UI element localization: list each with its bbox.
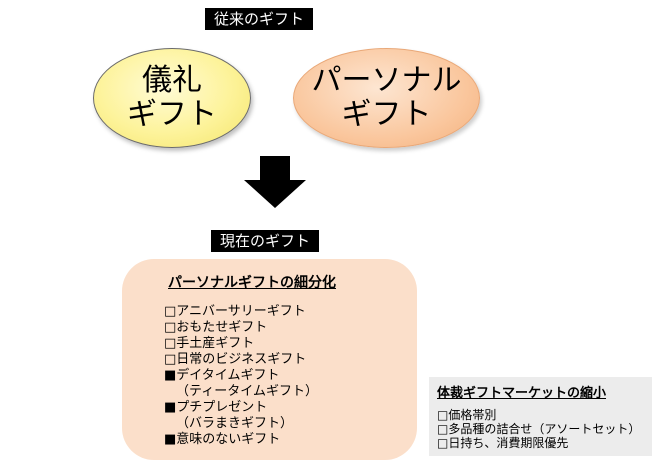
market-list: □価格帯別 □多品種の詰合せ（アソートセット） □日持ち、消費期限優先: [437, 408, 640, 450]
ceremonial-gift-line2: ギフト: [127, 97, 217, 132]
traditional-gift-label: 従来のギフト: [205, 8, 314, 30]
list-item: □日常のビジネスギフト: [164, 352, 307, 367]
market-title: 体裁ギフトマーケットの縮小: [437, 386, 607, 401]
detail-title: パーソナルギフトの細分化: [168, 275, 336, 291]
list-item: □価格帯別: [437, 408, 497, 422]
market-shrink-box: 体裁ギフトマーケットの縮小 □価格帯別 □多品種の詰合せ（アソートセット） □日…: [429, 377, 652, 456]
list-item: □手土産ギフト: [164, 336, 255, 351]
personal-gift-line1: パーソナル: [311, 62, 462, 98]
list-item: □日持ち、消費期限優先: [437, 436, 569, 450]
list-item: ■意味のないギフト: [164, 432, 281, 447]
down-arrow-icon: [244, 156, 306, 208]
list-item: （バラまきギフト）: [176, 416, 294, 431]
ceremonial-gift-oval: 儀礼 ギフト: [93, 48, 251, 148]
list-item: （ティータイムギフト）: [176, 384, 318, 399]
personal-gift-line2: ギフト: [341, 97, 432, 132]
list-item: ■デイタイムギフト: [164, 368, 280, 383]
list-item: □多品種の詰合せ（アソートセット）: [437, 422, 641, 436]
list-item: □おもたせギフト: [164, 320, 268, 335]
detail-list: □アニバーサリーギフト □おもたせギフト □手土産ギフト □日常のビジネスギフト…: [164, 304, 318, 448]
current-gift-label: 現在のギフト: [211, 230, 320, 252]
list-item: ■プチプレゼント: [164, 400, 268, 415]
list-item: □アニバーサリーギフト: [164, 304, 306, 319]
ceremonial-gift-line1: 儀礼: [142, 62, 202, 98]
personal-gift-detail-box: パーソナルギフトの細分化 □アニバーサリーギフト □おもたせギフト □手土産ギフ…: [122, 259, 417, 460]
personal-gift-oval: パーソナル ギフト: [293, 48, 480, 148]
